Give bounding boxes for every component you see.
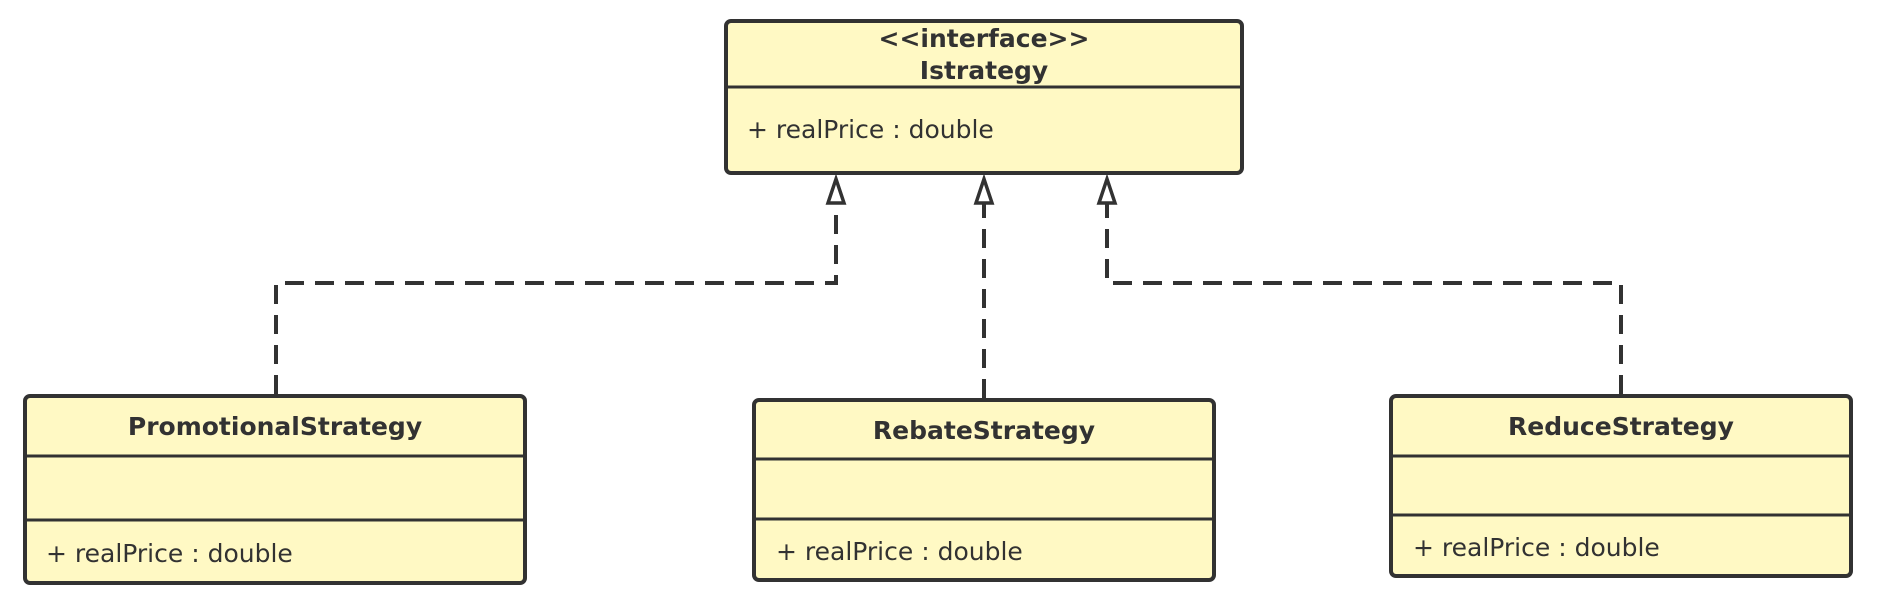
interface-istrategy[interactable]: <<interface>> Istrategy + realPrice : do… xyxy=(724,19,1244,175)
class-name: RebateStrategy xyxy=(873,416,1095,445)
connector-promotional-to-istrategy xyxy=(274,204,838,394)
interface-attribute: + realPrice : double xyxy=(747,115,994,144)
interface-stereotype: <<interface>> xyxy=(879,24,1090,53)
class-promotionalstrategy[interactable]: PromotionalStrategy + realPrice : double xyxy=(23,394,527,585)
class-attribute: + realPrice : double xyxy=(776,537,1023,566)
class-name: ReduceStrategy xyxy=(1508,412,1734,441)
class-rebatestrategy[interactable]: RebateStrategy + realPrice : double xyxy=(752,398,1216,582)
connector-reduce-to-istrategy xyxy=(1105,204,1623,394)
class-box xyxy=(724,19,1244,175)
class-name: PromotionalStrategy xyxy=(128,412,422,441)
realization-arrowhead xyxy=(825,173,847,205)
class-box xyxy=(752,398,1216,582)
class-attribute: + realPrice : double xyxy=(1413,533,1660,562)
realization-arrowhead xyxy=(1096,173,1118,205)
interface-name: Istrategy xyxy=(920,56,1048,85)
class-reducestrategy[interactable]: ReduceStrategy + realPrice : double xyxy=(1389,394,1853,578)
class-box xyxy=(1389,394,1853,578)
realization-connectors xyxy=(274,173,1623,398)
class-box xyxy=(23,394,527,585)
realization-arrowhead xyxy=(973,173,995,205)
class-attribute: + realPrice : double xyxy=(46,539,293,568)
